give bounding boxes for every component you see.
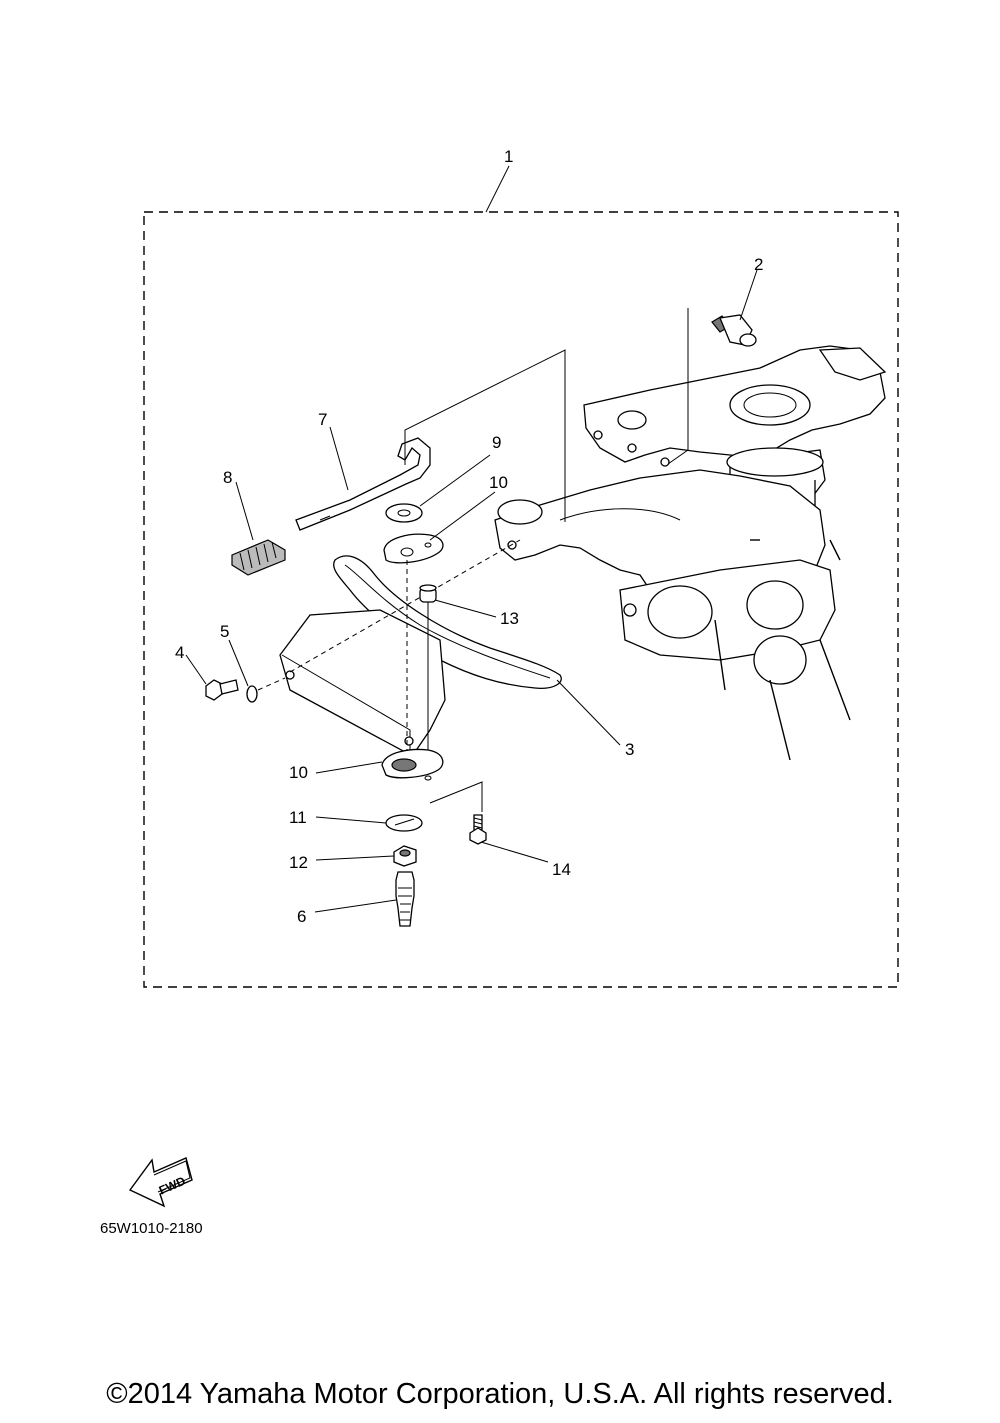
callout-10-upper: 10 xyxy=(489,473,508,492)
part-8-rubber-grip xyxy=(231,539,286,576)
outboard-bracket-assembly xyxy=(494,345,887,761)
callout-5: 5 xyxy=(220,622,229,641)
diagram-part-code: 65W1010-2180 xyxy=(100,1220,203,1237)
callout-4: 4 xyxy=(175,643,184,662)
fwd-arrow-icon: FWD xyxy=(128,1157,193,1208)
part-13-collar xyxy=(419,584,437,603)
part-9-washer xyxy=(385,503,423,523)
kit-boundary xyxy=(143,211,899,988)
part-11-key-washer xyxy=(385,814,423,832)
callout-1: 1 xyxy=(504,147,513,166)
callout-2: 2 xyxy=(754,255,763,274)
part-2-grease-nipple xyxy=(711,314,757,347)
callout-12: 12 xyxy=(289,853,308,872)
callout-11: 11 xyxy=(289,808,307,827)
part-7-wrench xyxy=(295,437,431,531)
callout-14: 14 xyxy=(552,860,571,879)
part-3-cable-guide xyxy=(279,555,562,753)
callout-6: 6 xyxy=(297,907,306,926)
part-4-bolt xyxy=(205,679,239,701)
part-10-plate-upper xyxy=(383,533,444,564)
callout-9: 9 xyxy=(492,433,501,452)
callout-10-lower: 10 xyxy=(289,763,308,782)
part-5-spring-washer xyxy=(246,685,258,703)
callout-3: 3 xyxy=(625,740,634,759)
callout-13: 13 xyxy=(500,609,519,628)
part-14-screw xyxy=(469,814,487,845)
part-12-nut xyxy=(393,845,417,867)
part-6-stud-bolt xyxy=(395,871,415,927)
part-10-plate-lower xyxy=(381,748,444,781)
callout-7: 7 xyxy=(318,410,327,429)
copyright-notice: ©2014 Yamaha Motor Corporation, U.S.A. A… xyxy=(106,1378,894,1410)
callout-8: 8 xyxy=(223,468,232,487)
